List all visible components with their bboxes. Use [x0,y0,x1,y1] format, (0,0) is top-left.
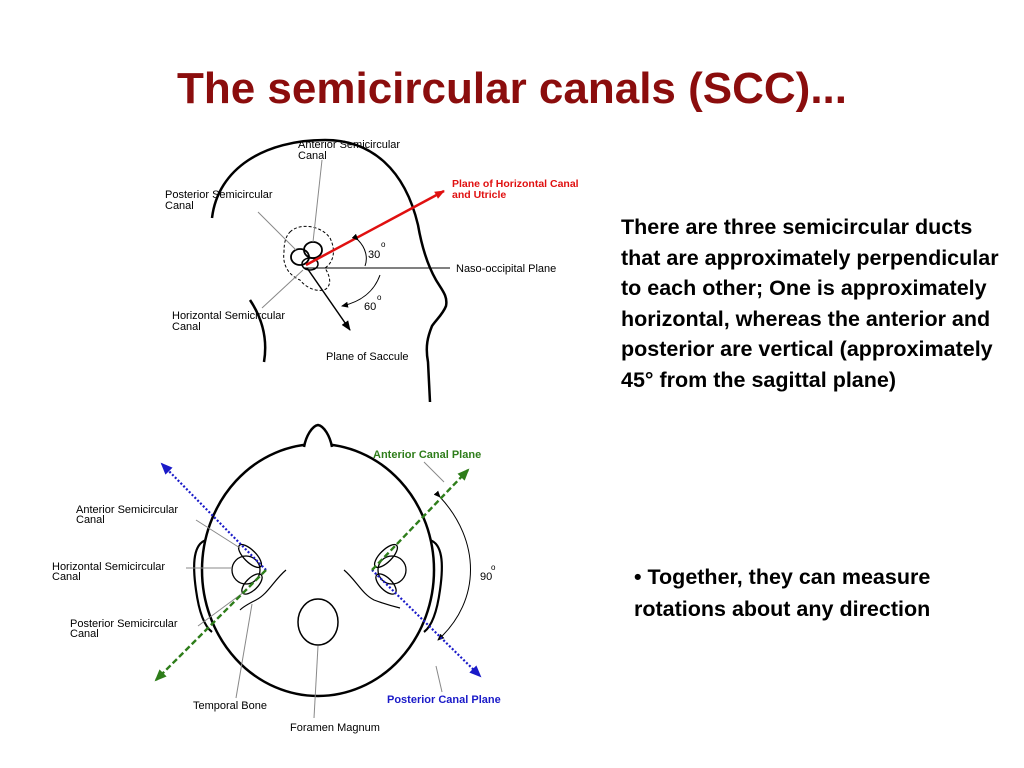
label-foramen-magnum: Foramen Magnum [290,722,380,734]
leader-anterior-plane [423,461,445,483]
label-posterior-scc-side: Posterior Semicircular Canal [165,189,276,212]
side-view-head [210,138,450,403]
leader-anterior-scc [312,159,323,243]
label-angle-30: 30 [368,249,380,261]
label-posterior-canal-plane: Posterior Canal Plane [387,694,501,706]
top-left-horizontal-canal [231,555,261,585]
degree-mark-90: o [491,563,496,572]
bullet-point: • Together, they can measure rotations a… [634,562,934,625]
label-posterior-scc-top: Posterior Semicircular Canal [70,618,181,640]
leader-horizontal-scc [261,269,304,309]
top-left-anterior-canal [237,543,263,569]
leader-temporal-bone [235,603,253,699]
side-posterior-canal [290,248,310,266]
leader-posterior-scc [257,211,297,251]
head-profile-outline [210,138,448,403]
angle-arc-60 [341,274,381,308]
top-right-horizontal-canal [377,555,407,585]
bullet-symbol: • [634,565,642,589]
bullet-text: Together, they can measure rotations abo… [634,565,931,621]
head-nape-outline [248,299,267,363]
label-horizontal-scc-top: Horizontal Semicircular Canal [52,561,168,583]
label-horizontal-scc-side: Horizontal Semicircular Canal [172,310,288,333]
foramen-magnum-shape [297,598,339,646]
label-naso-occipital: Naso-occipital Plane [456,263,556,275]
label-angle-60: 60 [364,301,376,313]
side-anterior-canal [303,241,323,259]
temporal-bone-left [239,569,287,611]
temporal-bone-right [343,569,401,609]
top-view-head [154,423,482,719]
saccule-plane-arrow [306,267,351,331]
angle-arc-30 [351,233,367,267]
posterior-canal-plane-line-right [371,569,482,678]
label-anterior-scc-side: Anterior Semicircular Canal [298,139,403,162]
slide-title: The semicircular canals (SCC)... [176,64,848,113]
anterior-canal-plane-line [154,569,267,682]
angle-arc-90 [433,490,471,641]
nose-outline [302,423,334,448]
leader-top-posterior [197,591,245,627]
skull-outline [200,442,436,698]
leader-top-anterior [195,519,241,549]
label-temporal-bone: Temporal Bone [193,700,267,712]
anterior-canal-plane-line-right [371,468,470,571]
label-angle-90: 90 [480,571,492,583]
left-ear [193,538,213,633]
leader-foramen-magnum [313,645,319,719]
horizontal-canal-plane-arrow [305,189,445,267]
degree-mark-30: o [381,240,386,249]
label-plane-saccule: Plane of Saccule [326,351,409,363]
description-paragraph: There are three semicircular ducts that … [621,215,999,392]
leader-posterior-plane [435,665,443,693]
side-horizontal-canal [301,257,319,271]
temporal-region-outline [283,225,334,291]
degree-mark-60: o [377,293,382,302]
label-anterior-canal-plane: Anterior Canal Plane [373,449,481,461]
posterior-canal-plane-line [160,462,267,571]
label-plane-horizontal-canal: Plane of Horizontal Canal and Utricle [452,178,582,201]
label-anterior-scc-top: Anterior Semicircular Canal [76,504,181,526]
